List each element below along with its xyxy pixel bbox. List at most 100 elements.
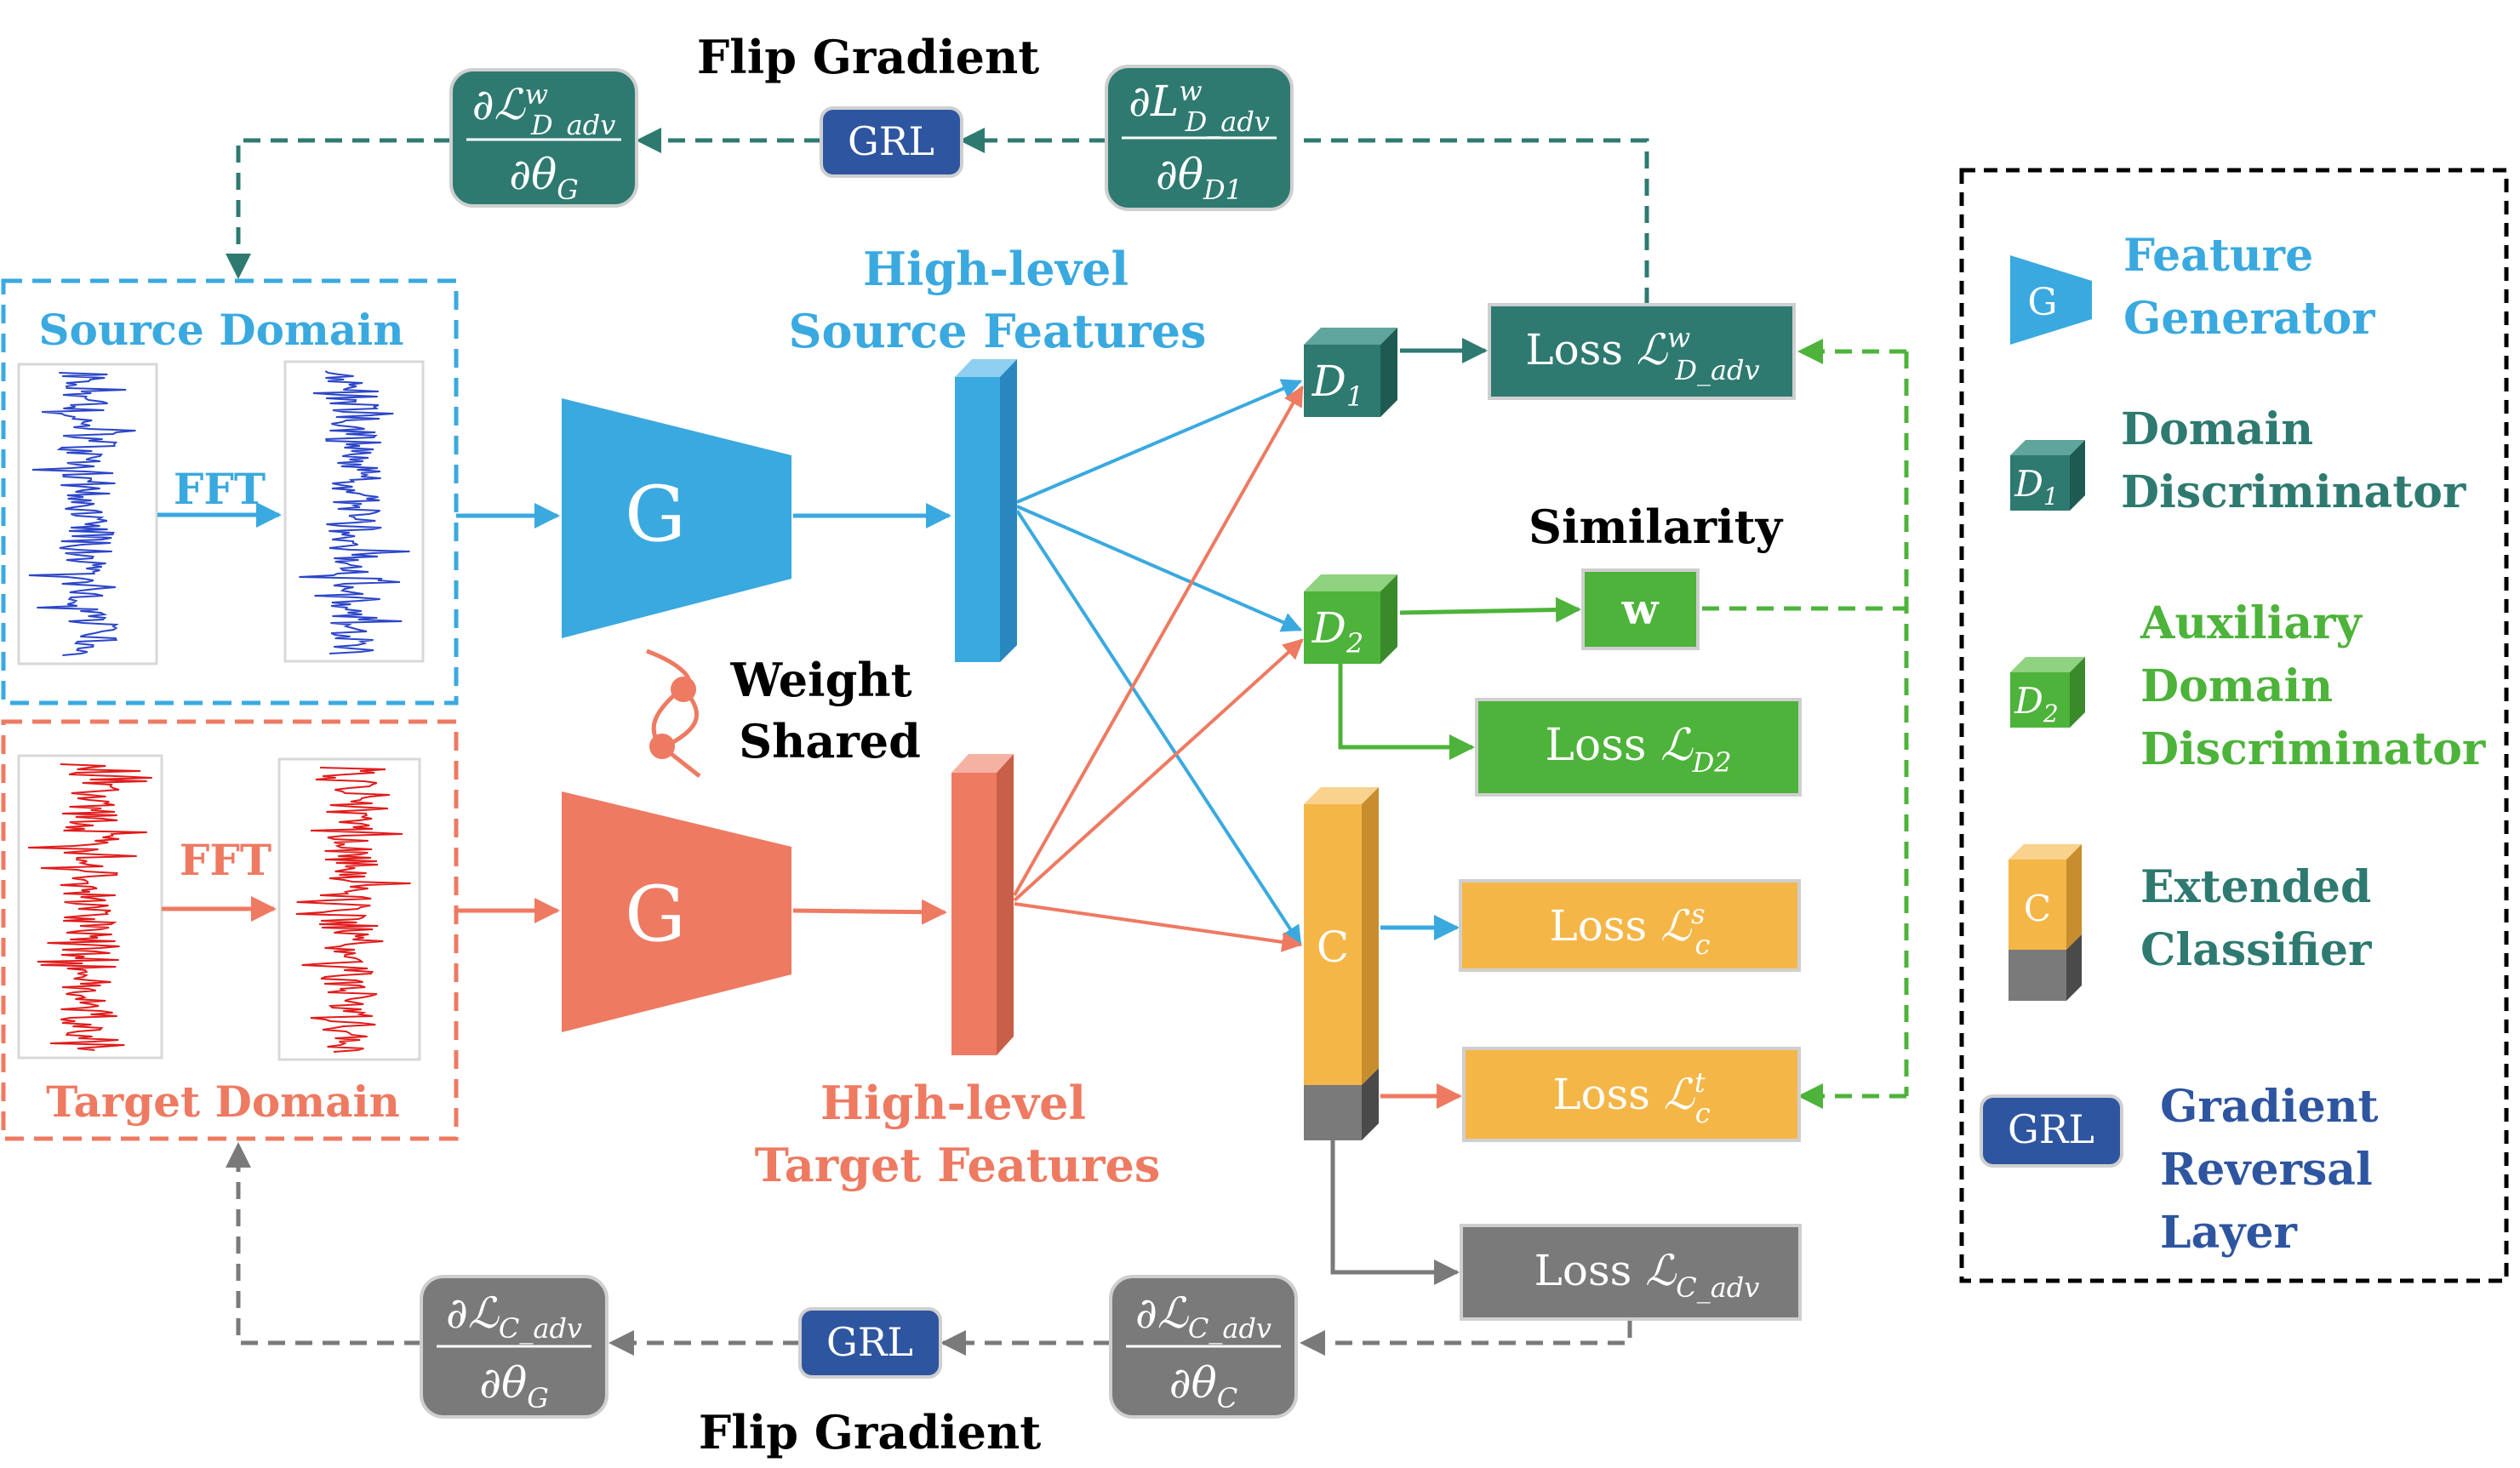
svg-text:w: w xyxy=(1620,584,1660,634)
target-to-d1-arrow xyxy=(1013,385,1304,896)
target-generator-block xyxy=(562,791,791,1032)
legend-classifier-line2: Classifier xyxy=(2140,924,2372,976)
source-raw-signal-panel xyxy=(17,363,158,665)
source-features-line2: Source Features xyxy=(789,304,1207,358)
svg-text:C: C xyxy=(2024,888,2051,929)
source-generator-block xyxy=(562,398,791,638)
grad-num-sub: D_adv xyxy=(530,109,615,141)
target-features-line2: Target Features xyxy=(755,1138,1160,1192)
legend-auxiliary-line3: Discriminator xyxy=(2140,723,2486,775)
loss-d2-box: Loss ℒD2 xyxy=(1475,698,1802,797)
svg-text:C: C xyxy=(1317,922,1349,972)
target-raw-waveform xyxy=(28,763,152,1051)
legend-frame xyxy=(1959,168,2509,1283)
svg-text:Loss ℒwD_adv: Loss ℒwD_adv xyxy=(1525,322,1759,386)
source-domain-frame xyxy=(1,278,459,705)
target-fft-waveform xyxy=(295,767,411,1053)
weight-shared-line1: Weight xyxy=(729,653,911,707)
similarity-title: Similarity xyxy=(1529,500,1784,554)
loss-c-adv-box: Loss ℒC_adv xyxy=(1460,1224,1802,1321)
svg-text:∂θG: ∂θG xyxy=(479,1358,549,1414)
similarity-weight-box: w xyxy=(1581,568,1700,650)
d1-domain-discriminator: D1 xyxy=(1304,328,1397,417)
source-to-classifier-arrow xyxy=(1015,509,1302,947)
weight-shared-icon xyxy=(646,648,701,778)
legend-domain-discriminator-icon: D1 xyxy=(2010,440,2085,511)
d2-auxiliary-discriminator: D2 xyxy=(1304,574,1397,664)
target-feature-vector xyxy=(951,754,1014,1055)
svg-text:D2: D2 xyxy=(1311,603,1363,660)
svg-text:D1: D1 xyxy=(2014,463,2059,511)
legend-grl-icon: GRL xyxy=(1980,1094,2123,1168)
legend-grl-line1: Gradient xyxy=(2160,1081,2379,1133)
svg-text:Loss ℒC_adv: Loss ℒC_adv xyxy=(1534,1246,1760,1304)
legend-generator-line1: Feature xyxy=(2123,230,2313,282)
bottom-grl-block: GRL xyxy=(798,1307,942,1379)
top-grl-label: GRL xyxy=(848,118,934,164)
bottom-gradient-path-to-target xyxy=(226,1142,421,1345)
target-to-classifier-arrow xyxy=(1014,902,1303,952)
top-gradient-path-from-loss xyxy=(1281,138,1649,305)
d2-to-loss-arrow xyxy=(1338,664,1475,760)
source-domain-title: Source Domain xyxy=(38,305,403,355)
legend-classifier-icon: C xyxy=(2009,844,2082,1001)
svg-text:Loss ℒsc: Loss ℒsc xyxy=(1550,898,1711,961)
legend-auxiliary-discriminator-icon: D2 xyxy=(2010,657,2085,728)
classifier-to-loss-cadv-arrow xyxy=(1330,1140,1460,1285)
legend-auxiliary-line1: Auxiliary xyxy=(2140,597,2363,649)
svg-text:Loss ℒtc: Loss ℒtc xyxy=(1552,1066,1710,1129)
grad-den-main: ∂θ xyxy=(509,150,557,199)
svg-text:∂ℒC_adv: ∂ℒC_adv xyxy=(446,1288,582,1345)
legend-classifier-line1: Extended xyxy=(2140,861,2371,913)
bottom-flip-gradient-title: Flip Gradient xyxy=(699,1405,1041,1459)
target-features-line1: High-level xyxy=(820,1076,1086,1130)
source-generator-label: G xyxy=(625,470,686,559)
source-fft-waveform xyxy=(299,370,410,654)
svg-text:D1: D1 xyxy=(1311,357,1363,413)
source-raw-waveform xyxy=(28,372,136,656)
weight-shared-line2: Shared xyxy=(739,714,921,768)
bottom-gradient-path-from-loss xyxy=(1300,1321,1632,1356)
svg-text:∂ℒC_adv: ∂ℒC_adv xyxy=(1135,1288,1271,1345)
legend-domain-line2: Discriminator xyxy=(2121,466,2466,518)
legend-grl-line3: Layer xyxy=(2160,1207,2298,1259)
svg-text:∂ℒwD_adv: ∂ℒwD_adv xyxy=(472,78,616,141)
bottom-gradient-theta-c-box: ∂ℒC_adv ∂θC xyxy=(1109,1275,1298,1419)
svg-text:∂θC: ∂θC xyxy=(1169,1358,1237,1414)
grad-num-main: ∂ℒ xyxy=(472,80,526,129)
grad-num-sup: w xyxy=(525,78,548,111)
d2-to-weight-arrow xyxy=(1399,597,1581,623)
legend-grl-line2: Reversal xyxy=(2160,1144,2373,1196)
source-to-d2-arrow xyxy=(1016,505,1303,632)
target-generator-label: G xyxy=(625,870,686,959)
target-domain-title: Target Domain xyxy=(46,1077,400,1127)
target-raw-signal-panel xyxy=(17,754,163,1060)
target-to-d2-arrow xyxy=(1013,638,1304,902)
source-fft-label: FFT xyxy=(174,464,266,514)
svg-text:∂LwD_adv: ∂LwD_adv xyxy=(1129,75,1270,138)
svg-text:GRL: GRL xyxy=(826,1319,913,1365)
svg-text:∂θD1: ∂θD1 xyxy=(1156,150,1243,206)
svg-text:D2: D2 xyxy=(2014,680,2059,728)
legend-generator-line2: Generator xyxy=(2123,293,2375,345)
extended-classifier: C xyxy=(1304,787,1379,1140)
legend-auxiliary-line2: Domain xyxy=(2140,660,2333,712)
target-generator-to-features-arrow xyxy=(792,899,947,925)
legend-generator-icon: G xyxy=(2010,255,2092,345)
top-grl-block: GRL xyxy=(820,106,963,178)
source-feature-vector xyxy=(955,359,1017,662)
grad-den-sub: G xyxy=(557,174,579,206)
target-fft-label: FFT xyxy=(180,835,271,885)
svg-text:∂θG: ∂θG xyxy=(509,150,579,206)
svg-text:G: G xyxy=(2027,281,2057,324)
top-flip-gradient-title: Flip Gradient xyxy=(697,30,1039,84)
legend-domain-line1: Domain xyxy=(2121,403,2313,455)
top-gradient-path-to-source xyxy=(226,138,451,279)
svg-text:GRL: GRL xyxy=(2008,1106,2094,1152)
